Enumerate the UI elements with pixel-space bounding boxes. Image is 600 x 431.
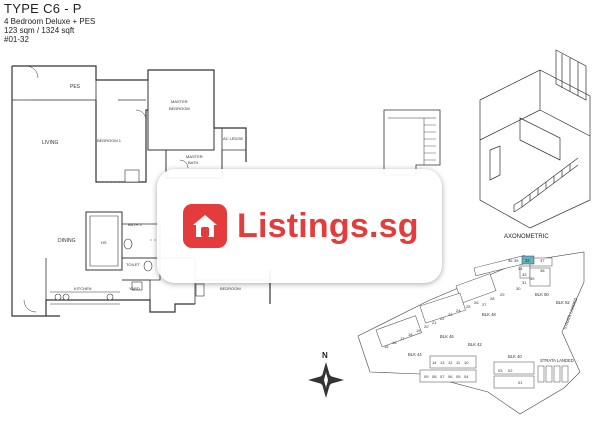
site-unit-number: 21 [432,320,437,325]
site-unit-number: 39 [530,276,535,281]
label-ac-ledge: AC LEDGE [223,136,244,141]
unit-number: #01-32 [4,35,29,45]
site-unit-number: 20 [424,324,429,329]
unit-header: TYPE C6 - P 4 Bedroom Deluxe + PES 123 s… [4,1,96,45]
site-unit-number: 11 [456,360,461,365]
site-unit-number: 14 [432,360,437,365]
site-unit-number: 25 [466,304,471,309]
site-unit-number: 07 [440,374,445,379]
highlight-unit-32 [521,255,535,265]
blk-42-label: BLK 42 [468,342,482,347]
site-unit-number: 01 [518,380,523,385]
site-unit-number: 30 [516,286,521,291]
site-unit-number: 17 [400,336,405,341]
label-master-bath-2: BATH [188,160,198,165]
blk-46-label: BLK 46 [440,334,454,339]
highlight-unit-number: 32 [525,258,530,263]
site-unit-number: 05 [456,374,461,379]
site-blocks [375,255,569,389]
site-unit-number: 12 [448,360,453,365]
strata-landed-label-1: STRATA LANDED [540,358,574,363]
label-yard: YARD [129,286,140,291]
watermark-text: Listings.sg [237,206,419,245]
blk-50-label: BLK 50 [535,292,549,297]
unit-description: 4 Bedroom Deluxe + PES [4,16,96,26]
listings-watermark: Listings.sg [157,169,442,283]
blk-40-label: BLK 40 [508,354,522,359]
site-unit-number: 23 [448,312,453,317]
site-unit-number: 34 [518,266,523,271]
label-master-bedroom-1: MASTER [171,99,188,104]
site-unit-number: 08 [432,374,437,379]
site-unit-number: 18 [408,332,413,337]
site-unit-number: 15 [384,344,389,349]
compass-rose [308,362,344,398]
site-unit-number: 26 [474,300,479,305]
blk-48-label: BLK 48 [482,312,496,317]
site-unit-number: 31 [522,280,527,285]
site-unit-number: 02 [508,368,513,373]
site-unit-number: 03 [498,368,503,373]
site-unit-number: 33 [522,272,527,277]
site-unit-number: 27 [482,302,487,307]
label-living: LIVING [42,140,59,146]
site-unit-number: 28 [490,296,495,301]
site-unit-number: 29 [500,292,505,297]
site-unit-number: 24 [456,308,461,313]
axonometric-drawing [479,49,591,229]
site-unit-number: 10 [464,360,469,365]
unit-type: TYPE C6 - P [4,1,82,16]
label-toilet: TOILET [126,262,140,267]
site-unit-number: 04 [464,374,469,379]
label-hs: HS [101,240,107,245]
label-bedroom: BEDROOM [220,286,241,291]
site-unit-number: 36 [508,258,513,263]
home-icon [183,204,227,248]
site-unit-number: 09 [424,374,429,379]
site-plan: 32 BLK 50 BLK 48 BLK 46 BLK 44 BLK 42 BL… [357,251,585,415]
site-unit-number: 37 [540,258,545,263]
site-unit-number: 06 [448,374,453,379]
label-dining: DINING [58,238,76,244]
label-bath2: BATH 2 [128,222,142,227]
site-unit-number: 35 [514,258,519,263]
blk-44-label: BLK 44 [408,352,422,357]
site-unit-number: 38 [540,268,545,273]
axonometric-label: AXONOMETRIC [504,234,549,240]
unit-area: 123 sqm / 1324 sqft [4,26,75,36]
label-kitchen: KITCHEN [74,286,92,291]
fixtures [54,169,205,301]
site-unit-number: 19 [416,328,421,333]
label-master-bath-1: MASTER [186,154,203,159]
site-unit-number: 22 [440,316,445,321]
label-pes: PES [70,84,81,90]
blk-52-label: BLK 52 [556,300,570,305]
label-master-bedroom-2: BEDROOM [169,106,190,111]
compass-north-label: N [322,351,328,360]
label-bedroom1: BEDROOM 1 [97,138,122,143]
site-unit-number: 13 [440,360,445,365]
site-unit-number: 16 [392,340,397,345]
